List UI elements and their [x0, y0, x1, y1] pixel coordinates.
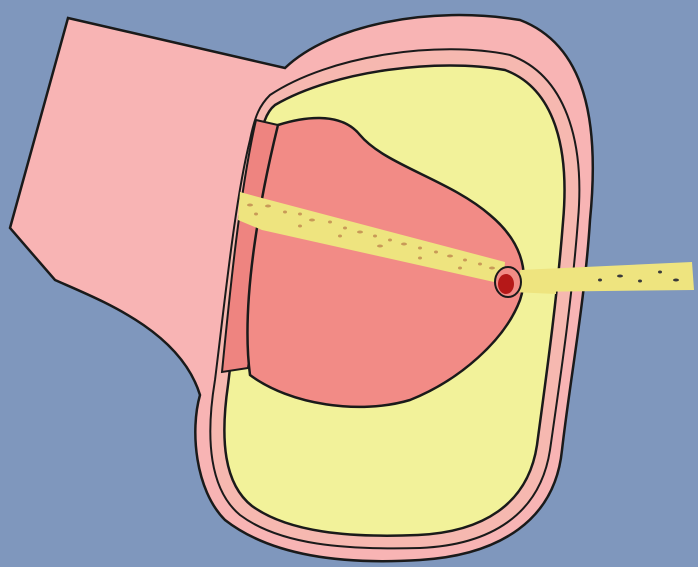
track-dot [478, 263, 482, 266]
track-dot [265, 205, 271, 208]
track-dot [673, 279, 679, 282]
track-dot [434, 251, 438, 254]
track-dot [283, 211, 287, 214]
track-dot [463, 259, 467, 262]
track-dot [458, 267, 462, 270]
track-dot [401, 243, 407, 246]
track-dot [309, 219, 315, 222]
track-dot [328, 221, 332, 224]
track-dot [447, 255, 453, 258]
track-dot [373, 235, 377, 238]
track-dot [418, 247, 422, 250]
track-dot [343, 227, 347, 230]
track-dot [388, 239, 392, 242]
track-dot [357, 231, 363, 234]
track-dot [298, 213, 302, 216]
track-dot [598, 279, 602, 282]
track-dot [338, 235, 342, 238]
track-dot [247, 204, 253, 207]
track-dot [254, 213, 258, 216]
track-dot [418, 257, 422, 260]
track-dot [617, 275, 623, 278]
track-dot [377, 245, 383, 248]
track-dot [298, 225, 302, 228]
track-dot [658, 271, 662, 274]
needle-tip [498, 274, 514, 294]
track-dot [638, 280, 642, 283]
track-dot [489, 267, 495, 270]
